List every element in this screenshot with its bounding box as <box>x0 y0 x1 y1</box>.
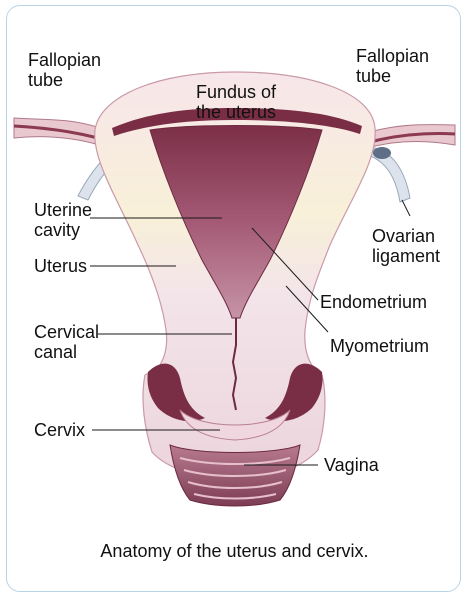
label-vagina: Vagina <box>324 455 379 475</box>
label-cervix: Cervix <box>34 420 85 440</box>
label-endometrium: Endometrium <box>320 292 427 312</box>
label-uterus: Uterus <box>34 256 87 276</box>
figure-caption: Anatomy of the uterus and cervix. <box>0 540 469 562</box>
vagina <box>170 445 300 506</box>
leader-ovarian-ligament <box>402 200 410 216</box>
ovarian-ligament-right <box>370 147 410 202</box>
label-myometrium: Myometrium <box>330 336 429 356</box>
